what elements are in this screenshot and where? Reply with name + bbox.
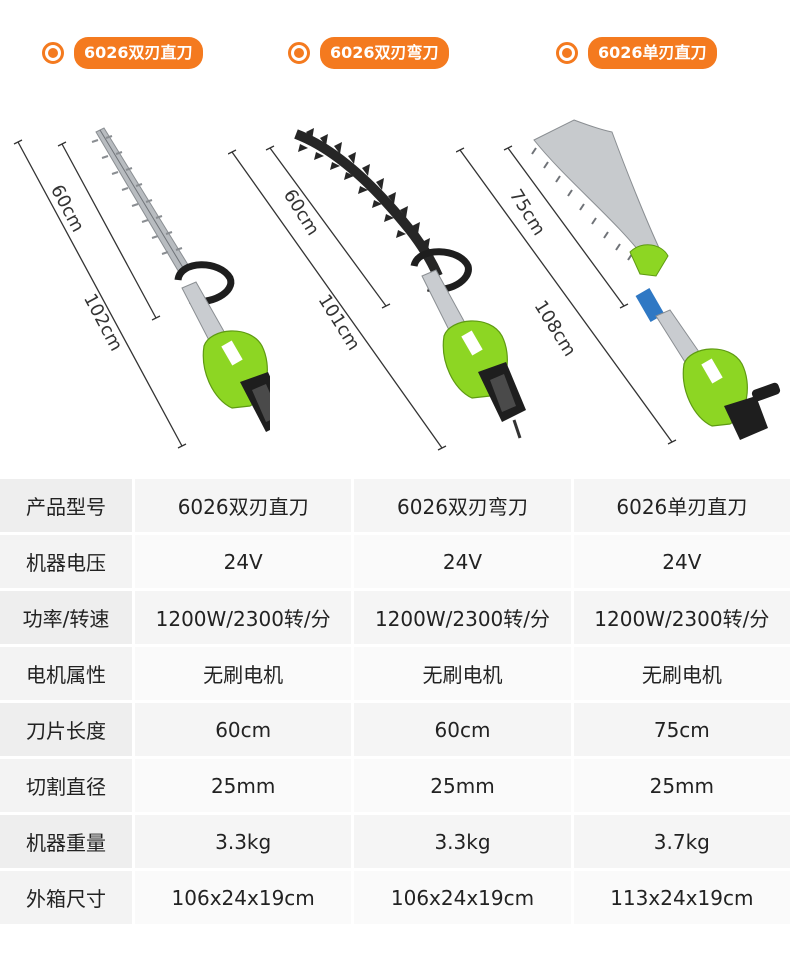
spec-row-power: 功率/转速 1200W/2300转/分 1200W/2300转/分 1200W/… xyxy=(0,591,790,644)
spec-cell: 24V xyxy=(132,535,352,588)
spec-cell: 1200W/2300转/分 xyxy=(132,591,352,644)
spec-row-label: 产品型号 xyxy=(0,479,132,532)
spec-cell: 3.7kg xyxy=(570,815,790,868)
spec-row-box-size: 外箱尺寸 106x24x19cm 106x24x19cm 113x24x19cm xyxy=(0,871,790,924)
product-badge-label: 6026双刃直刀 xyxy=(74,37,203,69)
product-selector-header: 6026双刃直刀 6026双刃弯刀 6026单刃直刀 xyxy=(0,36,790,72)
spec-row-label: 刀片长度 xyxy=(0,703,132,756)
hedge-trimmer-curved-image xyxy=(227,128,526,451)
product-badge-label: 6026单刃直刀 xyxy=(588,37,717,69)
spec-cell: 24V xyxy=(351,535,571,588)
product-2-figure: 60cm 101cm xyxy=(227,110,528,470)
spec-cell: 1200W/2300转/分 xyxy=(351,591,571,644)
spec-row-label: 切割直径 xyxy=(0,759,132,812)
spec-cell: 25mm xyxy=(132,759,352,812)
spec-row-blade-length: 刀片长度 60cm 60cm 75cm xyxy=(0,703,790,756)
spec-cell: 3.3kg xyxy=(351,815,571,868)
product-badge-2[interactable]: 6026双刃弯刀 xyxy=(288,36,449,70)
spec-cell: 3.3kg xyxy=(132,815,352,868)
spec-cell: 无刷电机 xyxy=(351,647,571,700)
spec-cell: 25mm xyxy=(570,759,790,812)
spec-row-label: 机器重量 xyxy=(0,815,132,868)
spec-cell: 无刷电机 xyxy=(570,647,790,700)
spec-row-cut-diameter: 切割直径 25mm 25mm 25mm xyxy=(0,759,790,812)
hedge-trimmer-single-blade-image xyxy=(455,119,781,445)
radio-icon xyxy=(42,42,64,64)
spec-row-label: 功率/转速 xyxy=(0,591,132,644)
product-badge-label: 6026双刃弯刀 xyxy=(320,37,449,69)
spec-table: 产品型号 6026双刃直刀 6026双刃弯刀 6026单刃直刀 机器电压 24V… xyxy=(0,476,790,927)
product-3-figure: 75cm 108cm xyxy=(455,110,790,470)
product-badge-3[interactable]: 6026单刃直刀 xyxy=(556,36,717,70)
spec-cell: 60cm xyxy=(351,703,571,756)
spec-cell: 1200W/2300转/分 xyxy=(570,591,790,644)
radio-icon xyxy=(288,42,310,64)
spec-cell: 60cm xyxy=(132,703,352,756)
spec-row-motor: 电机属性 无刷电机 无刷电机 无刷电机 xyxy=(0,647,790,700)
radio-icon xyxy=(556,42,578,64)
spec-row-label: 机器电压 xyxy=(0,535,132,588)
spec-cell: 106x24x19cm xyxy=(132,871,352,924)
spec-cell: 6026双刃直刀 xyxy=(132,479,352,532)
spec-row-voltage: 机器电压 24V 24V 24V xyxy=(0,535,790,588)
spec-cell: 24V xyxy=(570,535,790,588)
spec-row-model: 产品型号 6026双刃直刀 6026双刃弯刀 6026单刃直刀 xyxy=(0,479,790,532)
product-illustrations: 60cm 102cm xyxy=(0,110,790,470)
spec-row-label: 外箱尺寸 xyxy=(0,871,132,924)
product-badge-1[interactable]: 6026双刃直刀 xyxy=(42,36,203,70)
spec-cell: 106x24x19cm xyxy=(351,871,571,924)
spec-cell: 113x24x19cm xyxy=(570,871,790,924)
spec-cell: 6026单刃直刀 xyxy=(570,479,790,532)
spec-cell: 25mm xyxy=(351,759,571,812)
spec-row-weight: 机器重量 3.3kg 3.3kg 3.7kg xyxy=(0,815,790,868)
spec-cell: 无刷电机 xyxy=(132,647,352,700)
spec-row-label: 电机属性 xyxy=(0,647,132,700)
spec-cell: 6026双刃弯刀 xyxy=(351,479,571,532)
spec-cell: 75cm xyxy=(570,703,790,756)
